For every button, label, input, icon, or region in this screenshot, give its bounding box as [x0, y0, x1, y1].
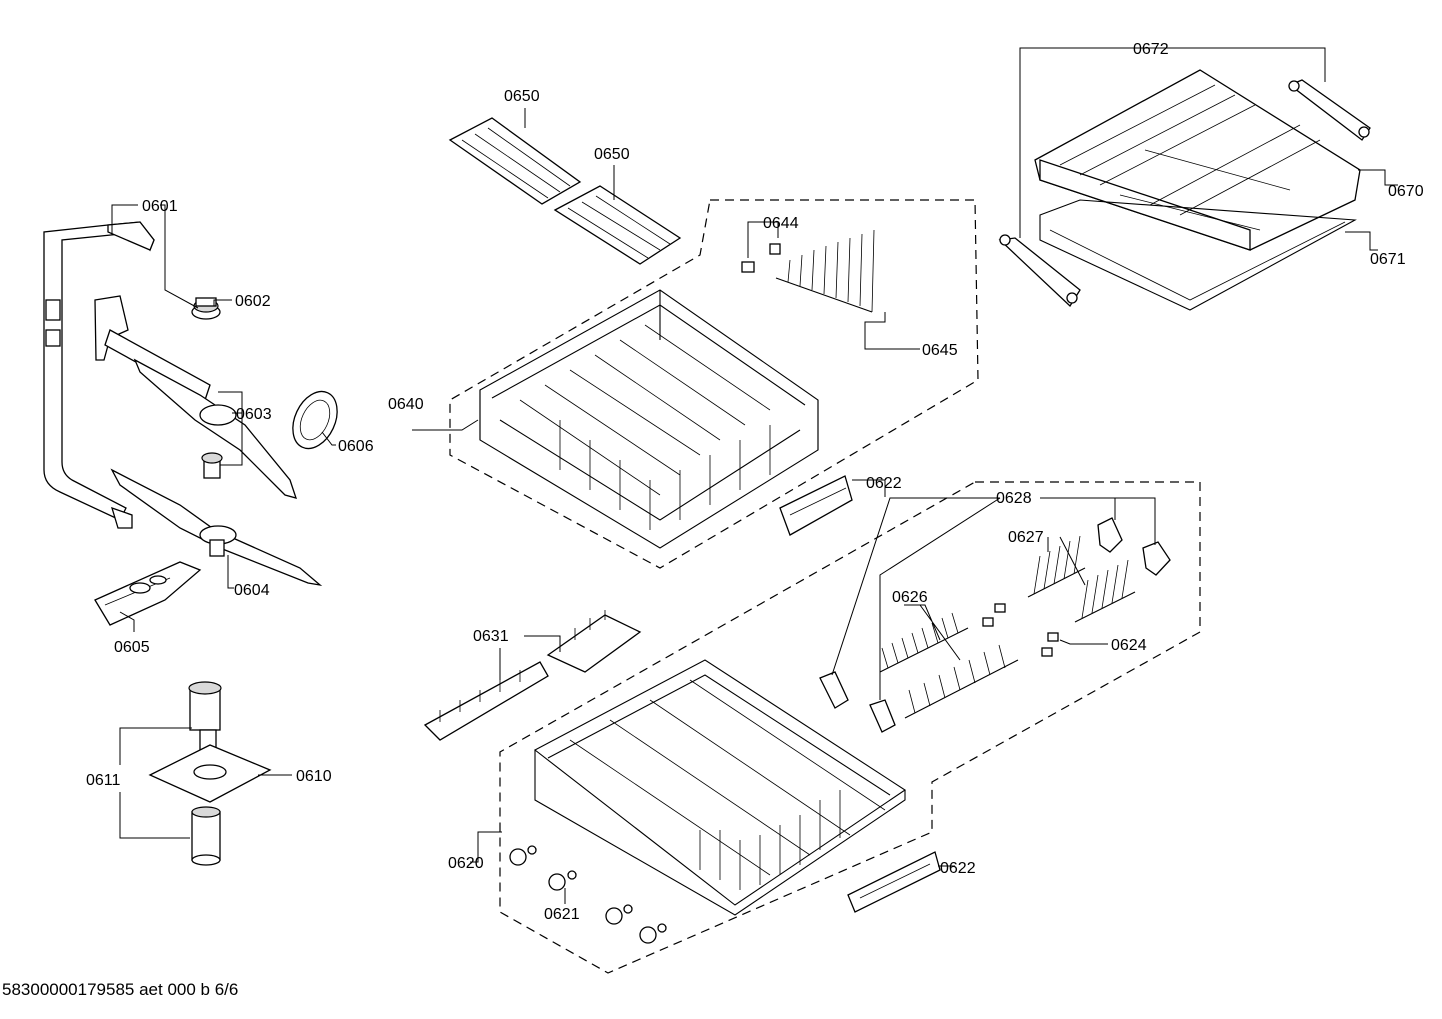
tine-insert-0631b	[546, 610, 642, 673]
part-labels: 0601 0602 0603 0604 0605 0606 0610 0611 …	[86, 41, 1424, 923]
tray-frame-0671	[1039, 199, 1357, 311]
label-0626: 0626	[892, 589, 928, 606]
tine-insert-0650b	[553, 185, 682, 265]
label-0670: 0670	[1388, 183, 1424, 200]
label-0622-upper: 0622	[866, 475, 902, 492]
tine-insert-0631a	[423, 661, 549, 741]
wheels-0621	[509, 845, 667, 944]
leader-lines	[111, 47, 1398, 904]
label-0671: 0671	[1370, 251, 1406, 268]
label-0605: 0605	[114, 639, 150, 656]
upper-spray-arm-0603	[94, 295, 298, 499]
label-0602: 0602	[235, 293, 271, 310]
label-0645: 0645	[922, 342, 958, 359]
label-0620: 0620	[448, 855, 484, 872]
bracket-0672a	[998, 234, 1081, 308]
cup-rack-0645	[775, 229, 875, 313]
round-filter-0606	[292, 390, 338, 450]
label-0672: 0672	[1133, 41, 1169, 58]
label-0603: 0603	[236, 406, 272, 423]
bracket-0672b	[1288, 79, 1371, 141]
label-0627: 0627	[1008, 529, 1044, 546]
nut-0602	[191, 297, 221, 320]
label-0611: 0611	[86, 772, 121, 789]
label-0640: 0640	[388, 396, 424, 413]
plate-rack-0626	[879, 612, 1019, 719]
label-0650-top: 0650	[504, 88, 540, 105]
lower-basket-0620	[533, 659, 906, 916]
hinges-0628	[819, 517, 1171, 733]
supply-pipe	[43, 221, 155, 529]
lower-spray-arm-0604	[110, 468, 323, 587]
handle-0622b	[847, 851, 941, 913]
lower-basket-group-outline	[499, 481, 1201, 974]
label-0624: 0624	[1111, 637, 1147, 654]
sump-filter-0610	[148, 681, 272, 866]
document-code: 58300000179585 aet 000 b 6/6	[2, 980, 239, 999]
label-0650-second: 0650	[594, 146, 630, 163]
plate-rack-0627	[1027, 535, 1136, 623]
label-0628: 0628	[996, 490, 1032, 507]
handle-0622a	[779, 475, 853, 536]
upper-basket-group-outline	[449, 199, 979, 569]
label-0604: 0604	[234, 582, 270, 599]
clips-0624	[982, 603, 1059, 657]
filter-cover-0605	[94, 561, 202, 626]
label-0606: 0606	[338, 438, 374, 455]
label-0601: 0601	[142, 198, 178, 215]
label-0622-lower: 0622	[940, 860, 976, 877]
label-0644: 0644	[763, 215, 799, 232]
label-0631: 0631	[473, 628, 509, 645]
label-0621: 0621	[544, 906, 580, 923]
tine-insert-0650a	[448, 117, 582, 205]
upper-basket-0640	[479, 289, 819, 549]
label-0610: 0610	[296, 768, 332, 785]
clip-0644	[741, 243, 781, 273]
